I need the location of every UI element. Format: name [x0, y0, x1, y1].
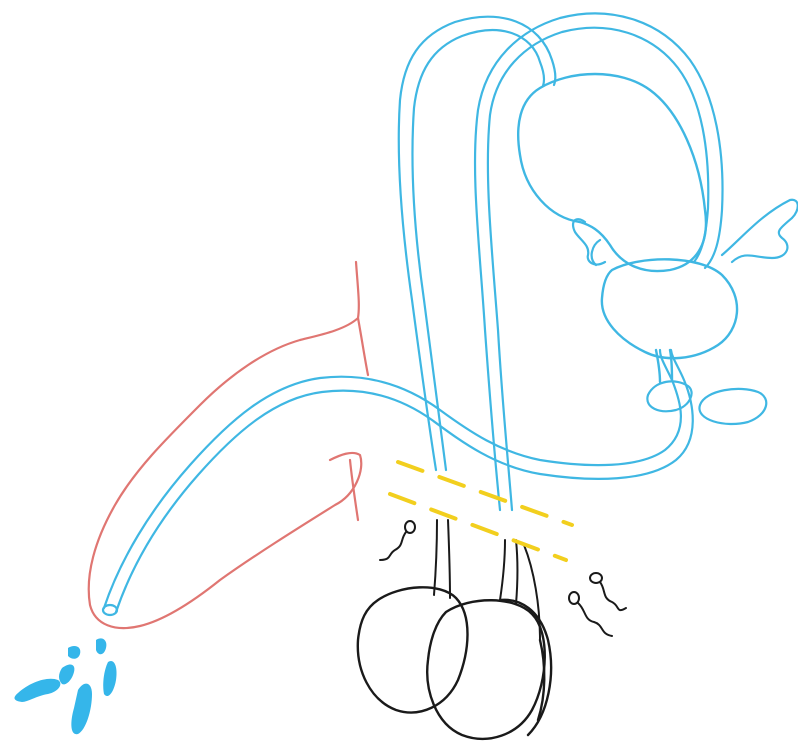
bladder-lobe [722, 200, 798, 262]
spermatic-cords [434, 520, 540, 640]
penis-outline [89, 262, 368, 628]
small-gland-ovals [647, 381, 766, 424]
testis-right [427, 600, 551, 739]
sperm-cell [590, 573, 626, 610]
urethra [103, 350, 693, 615]
seminal-vesicle [518, 74, 706, 271]
cut-marks [390, 462, 572, 560]
prostate [602, 259, 737, 382]
vas-deferens-left [399, 17, 556, 470]
sperm-cell [569, 592, 612, 636]
sperm-cell [380, 521, 415, 560]
ejaculate-drops [15, 638, 117, 734]
testis-left [358, 587, 468, 712]
